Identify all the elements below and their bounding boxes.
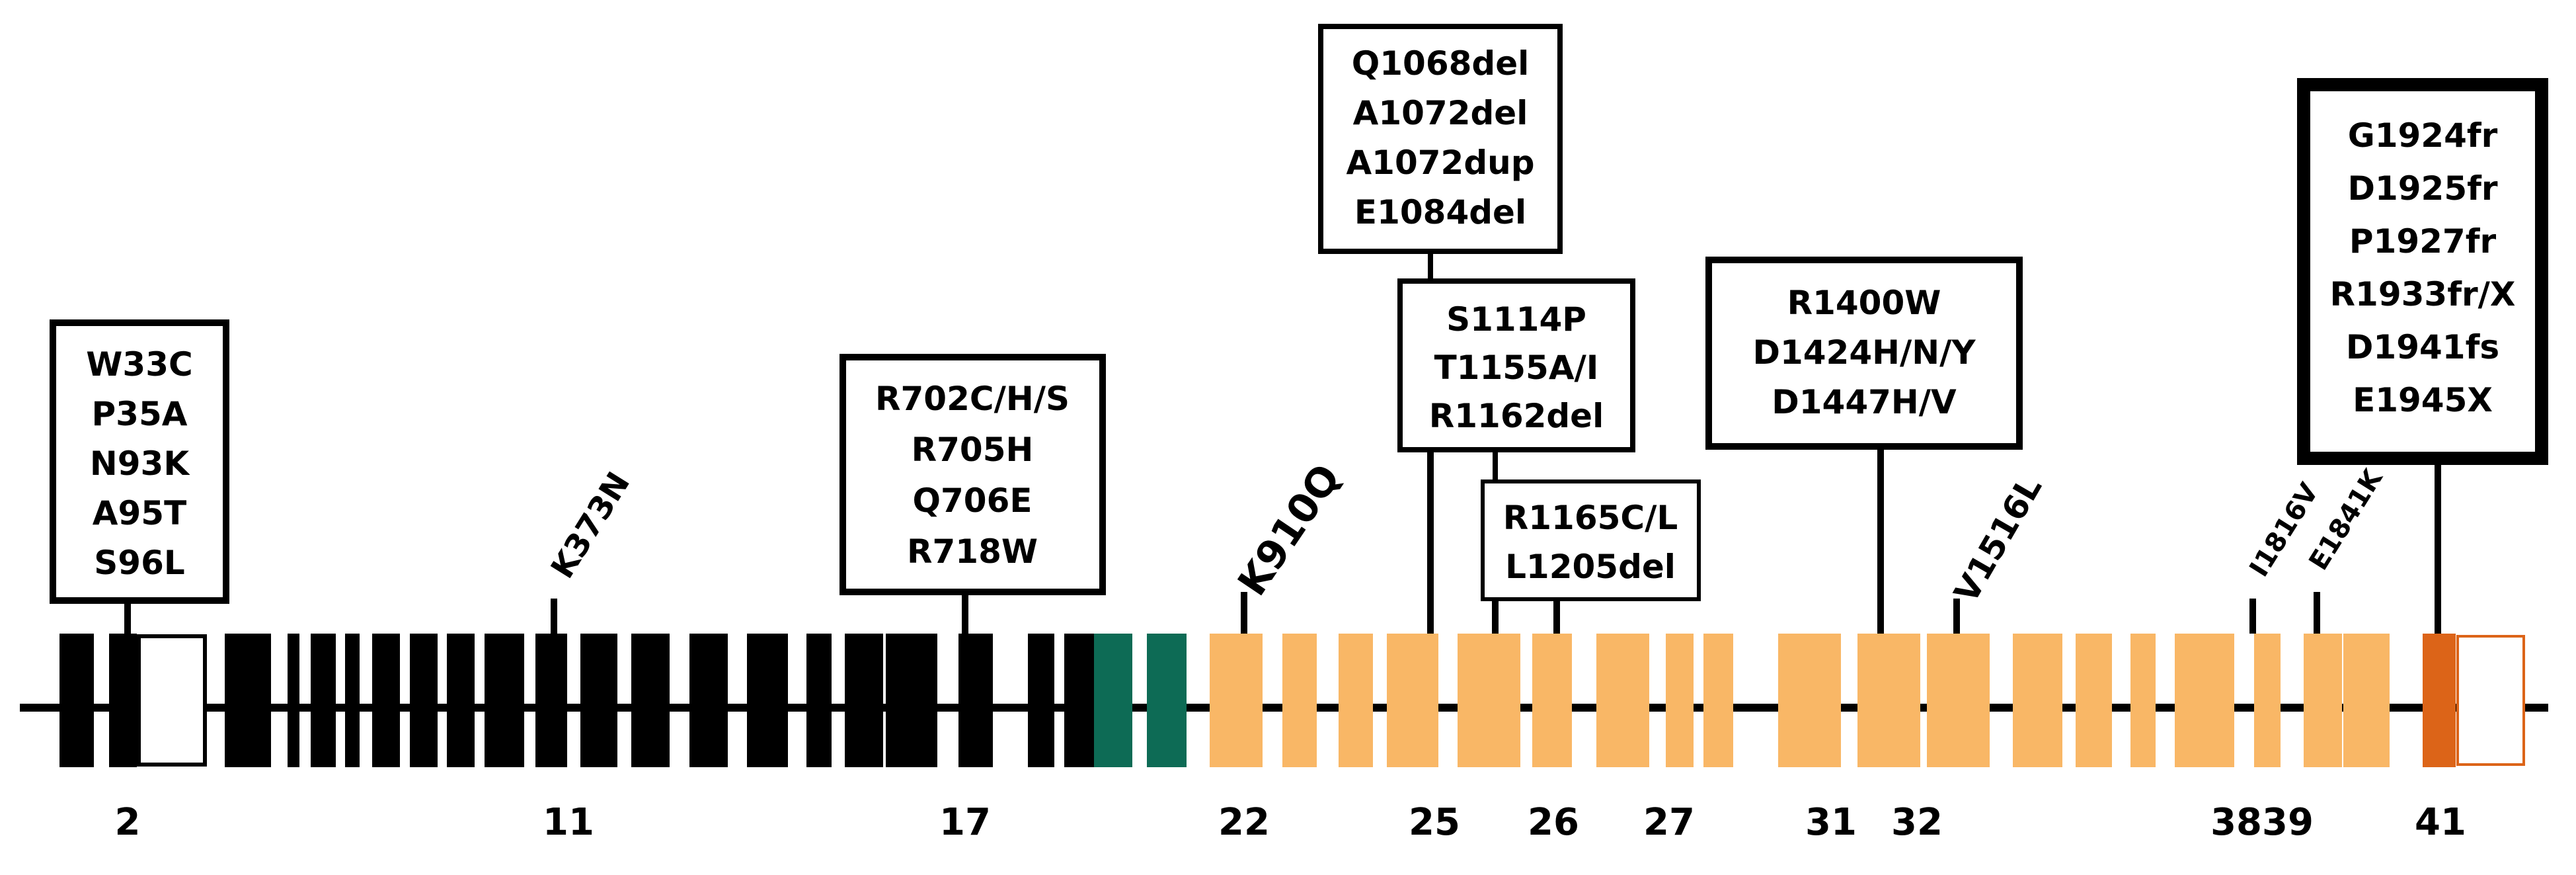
mutation-box-5: R1165C/L L1205del xyxy=(1481,479,1701,601)
mutation-label: D1447H/V xyxy=(1772,383,1957,421)
exon xyxy=(2130,634,2156,767)
exons xyxy=(59,634,2525,767)
mutation-box-6: R1400W D1424H/N/Y D1447H/V xyxy=(1705,257,2023,450)
mutation-label: R1400W xyxy=(1787,284,1941,322)
exon xyxy=(485,634,524,767)
mutation-box-7: G1924fr D1925fr P1927fr R1933fr/X D1941f… xyxy=(2297,78,2548,465)
exon-label-32: 32 xyxy=(1891,801,1943,844)
exon-label-31: 31 xyxy=(1805,801,1857,844)
mutation-label: D1424H/N/Y xyxy=(1752,333,1976,372)
exon xyxy=(845,634,883,767)
mutation-label: R702C/H/S xyxy=(875,380,1070,418)
mutation-label: L1205del xyxy=(1505,548,1676,586)
exon-label-25: 25 xyxy=(1409,801,1460,844)
exon xyxy=(2254,634,2281,767)
mutation-label: Q706E xyxy=(912,481,1032,520)
mutation-label: D1941fs xyxy=(2346,328,2499,366)
mutation-label: E1084del xyxy=(1354,193,1526,231)
exon xyxy=(1703,634,1733,767)
exon xyxy=(2343,634,2390,767)
exon xyxy=(1339,634,1373,767)
mutation-label: R718W xyxy=(907,532,1038,571)
exon-label-17: 17 xyxy=(939,801,991,844)
mutation-label: R1165C/L xyxy=(1503,499,1678,537)
exon xyxy=(225,634,271,767)
exon xyxy=(311,634,336,767)
mutation-label: D1925fr xyxy=(2347,169,2497,208)
mutation-label: T1155A/I xyxy=(1434,349,1599,387)
exon xyxy=(1028,634,1054,767)
exon xyxy=(447,634,475,767)
exon xyxy=(689,634,728,767)
exon xyxy=(2423,634,2456,767)
exon-label-26: 26 xyxy=(1528,801,1579,844)
mutation-label: A1072dup xyxy=(1346,144,1534,182)
exon xyxy=(1094,634,1132,767)
mutation-label: R705H xyxy=(912,431,1034,469)
mutation-label: Q1068del xyxy=(1352,44,1530,83)
exon xyxy=(1857,634,1920,767)
mutation-label-k373n: K373N xyxy=(544,466,638,585)
utr-3prime xyxy=(2456,635,2525,766)
exon xyxy=(2175,634,2234,767)
exon-label-3839: 3839 xyxy=(2210,801,2314,844)
exon xyxy=(747,634,788,767)
exon xyxy=(1147,634,1187,767)
mutation-label: S96L xyxy=(94,544,184,582)
mutation-label-i1816v: I1816V xyxy=(2244,478,2324,583)
exon xyxy=(1387,634,1438,767)
mutation-label: W33C xyxy=(86,345,192,384)
mutation-label: A1072del xyxy=(1353,94,1528,132)
exon xyxy=(2304,634,2342,767)
mutation-label: S1114P xyxy=(1446,300,1586,339)
mutation-label-k910q: K910Q xyxy=(1229,456,1350,604)
mutation-label: P35A xyxy=(92,395,188,433)
mutation-box-1: W33C P35A N93K A95T S96L xyxy=(50,319,229,604)
exon-label-11: 11 xyxy=(543,801,594,844)
exon xyxy=(886,634,937,767)
exon xyxy=(580,634,617,767)
mutation-label: R1933fr/X xyxy=(2330,275,2516,313)
utr-5prime xyxy=(137,634,207,767)
exon xyxy=(1458,634,1520,767)
exon-label-27: 27 xyxy=(1643,801,1695,844)
mutation-label: P1927fr xyxy=(2349,222,2497,261)
mutation-label: N93K xyxy=(90,444,190,483)
mutation-label: E1945X xyxy=(2353,381,2493,419)
exon xyxy=(372,634,400,767)
exon xyxy=(1210,634,1263,767)
mutation-label: G1924fr xyxy=(2348,116,2498,155)
mutation-label-e1841k: E1841K xyxy=(2303,463,2389,575)
exon xyxy=(2013,634,2062,767)
mutation-box-3: Q1068del A1072del A1072dup E1084del xyxy=(1318,24,1563,254)
exon xyxy=(109,634,137,767)
exon xyxy=(1666,634,1694,767)
mutation-label-v1516l: V1516L xyxy=(1947,470,2049,609)
mutation-label: A95T xyxy=(93,494,186,532)
exon xyxy=(631,634,670,767)
exon-label-41: 41 xyxy=(2415,801,2466,844)
exon xyxy=(806,634,832,767)
exon xyxy=(535,634,567,767)
exon xyxy=(288,634,299,767)
exon xyxy=(958,634,993,767)
mutation-box-4: S1114P T1155A/I R1162del xyxy=(1397,278,1635,452)
exon-label-22: 22 xyxy=(1218,801,1270,844)
exon-label-2: 2 xyxy=(115,801,141,844)
mutation-stems xyxy=(124,250,2441,634)
exon xyxy=(1596,634,1649,767)
exon xyxy=(1532,634,1572,767)
exon xyxy=(2076,634,2112,767)
mutation-label: R1162del xyxy=(1429,397,1604,435)
mutation-box-2: R702C/H/S R705H Q706E R718W xyxy=(839,354,1106,595)
exon xyxy=(345,634,360,767)
exon xyxy=(410,634,438,767)
exon xyxy=(1927,634,1990,767)
exon xyxy=(1778,634,1841,767)
exon xyxy=(1282,634,1317,767)
exon xyxy=(59,634,94,767)
